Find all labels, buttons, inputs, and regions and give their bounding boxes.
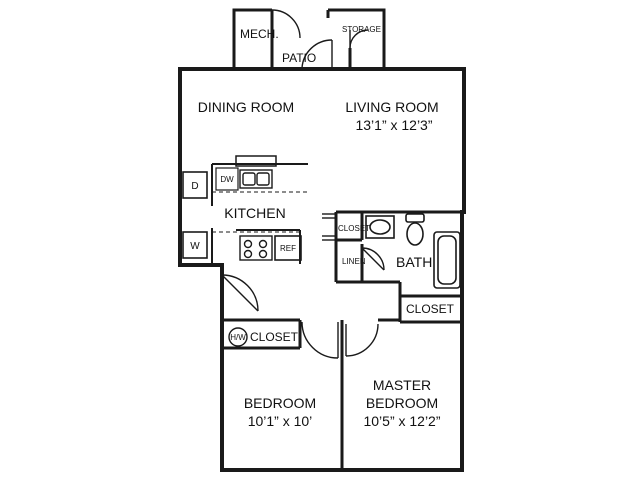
patio-doors [271,9,369,69]
living-room-label: LIVING ROOM [345,99,438,115]
stove-icon [239,235,273,261]
bath-label: BATH [396,254,432,270]
living-room-dimensions: 13’1” x 12’3” [355,117,432,133]
kitchen-label: KITCHEN [224,205,285,221]
bedroom-closet-label: CLOSET [250,330,299,344]
mech-room-label: MECH. [240,27,279,41]
dining-room-label: DINING ROOM [198,99,294,115]
dryer-icon [182,171,208,199]
interior-walls [222,210,464,470]
washer-icon [182,231,208,259]
washer-label: W [190,241,200,252]
refrigerator-icon [274,235,302,261]
dishwasher-label: DW [220,175,234,184]
water-heater-icon [228,327,248,347]
bedroom-label: BEDROOM [244,395,316,411]
water-heater-label: H/W [230,333,246,342]
linen-label: LINEN [342,257,366,266]
storage-label: STORAGE [342,25,381,34]
kitchen-counters [211,155,308,264]
master-bedroom-label-line2: BEDROOM [366,395,438,411]
dryer-label: D [191,181,198,192]
closet-small-label: CLOSET [338,224,370,233]
master-bedroom-label-line1: MASTER [373,377,431,393]
bedroom-dimensions: 10’1” x 10’ [248,413,313,429]
dishwasher-icon [215,167,239,191]
kitchen-sink-icon [239,169,273,189]
bath-closet-label: CLOSET [406,302,455,316]
master-bedroom-dimensions: 10’5” x 12’2” [363,413,440,429]
refrigerator-label: REF [280,244,296,253]
interior-doors [221,213,385,359]
exterior-walls [178,67,466,472]
bath-fixtures [365,213,461,289]
patio-label: PATIO [282,51,316,65]
